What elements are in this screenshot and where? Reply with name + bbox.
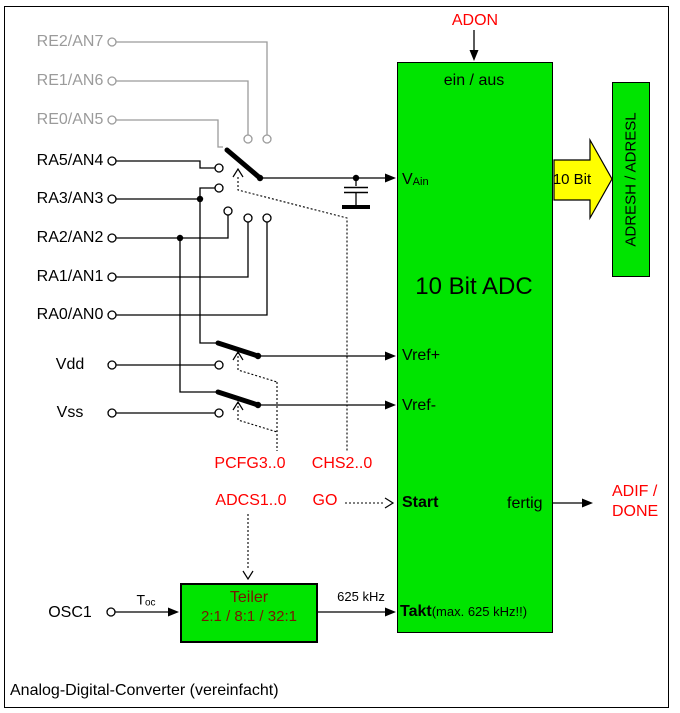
vref-minus-switch-arm — [215, 389, 261, 408]
pin-label-vss: Vss — [56, 404, 84, 422]
pin-label-ra2-an2: RA2/AN2 — [36, 229, 104, 247]
pcfg-control-line-vrefm — [237, 402, 278, 433]
pcfg-label: PCFG3..0 — [214, 455, 286, 473]
adc-power-label: ein / aus — [443, 72, 505, 90]
ten-bit-bus-arrow — [553, 137, 613, 221]
pin-label-osc1: OSC1 — [48, 604, 92, 622]
chs-label: CHS2..0 — [311, 455, 373, 473]
control-lines — [237, 177, 528, 570]
adc-done-label: fertig — [507, 495, 543, 513]
adif-label-line1: ADIF / — [612, 483, 658, 501]
adcs-label: ADCS1..0 — [215, 492, 287, 510]
pin-label-ra0-an0: RA0/AN0 — [36, 306, 104, 324]
adc-vain-label: VAin — [402, 171, 429, 189]
inactive-pin-terminals — [107, 37, 272, 144]
adc-block — [397, 62, 553, 633]
mux-switch-arms — [215, 147, 263, 408]
control-arrowheads — [232, 167, 395, 581]
channel-switch-arm — [224, 147, 263, 181]
prescaler-title: Teiler — [229, 589, 269, 607]
chs-control-line — [237, 177, 348, 451]
adc-vref-minus-label: Vref- — [402, 397, 437, 415]
pin-label-ra3-an3: RA3/AN3 — [36, 190, 104, 208]
adc-vref-plus-label: Vref+ — [402, 347, 441, 365]
adc-clock-label: Takt(max. 625 kHz!!) — [400, 603, 528, 621]
clock-freq-label: 625 kHz — [337, 588, 385, 604]
inactive-pin-wires — [116, 41, 268, 148]
adc-start-label: Start — [402, 494, 439, 512]
pin-label-re0-an5: RE0/AN5 — [36, 111, 104, 129]
adc-title: 10 Bit ADC — [415, 272, 533, 300]
adif-label-line2: DONE — [612, 503, 659, 521]
vref-plus-switch-arm — [215, 340, 261, 359]
prescaler-ratios: 2:1 / 8:1 / 32:1 — [201, 607, 297, 625]
go-label: GO — [312, 492, 338, 510]
pin-label-ra5-an4: RA5/AN4 — [36, 152, 104, 170]
junction-dots — [176, 174, 360, 409]
pin-wires — [115, 30, 583, 613]
pcfg-control-line-vrefp — [237, 352, 278, 383]
pin-label-vdd: Vdd — [55, 356, 85, 374]
contact-circles — [106, 156, 272, 617]
pin-label-ra1-an1: RA1/AN1 — [36, 268, 104, 286]
diagram-caption: Analog-Digital-Converter (vereinfacht) — [10, 682, 279, 700]
pin-label-re1-an6: RE1/AN6 — [36, 72, 104, 90]
prescaler-block — [180, 583, 318, 643]
adon-label: ADON — [451, 12, 499, 30]
pin-label-re2-an7: RE2/AN7 — [36, 33, 104, 51]
sampling-capacitor — [342, 178, 370, 209]
result-register-label: ADRESH / ADRESL — [622, 112, 640, 247]
bus-width-label: 10 Bit — [552, 170, 592, 188]
result-register-block: ADRESH / ADRESL — [612, 82, 650, 277]
tosc-label: Toc — [136, 591, 156, 609]
diagram-border — [4, 6, 669, 708]
